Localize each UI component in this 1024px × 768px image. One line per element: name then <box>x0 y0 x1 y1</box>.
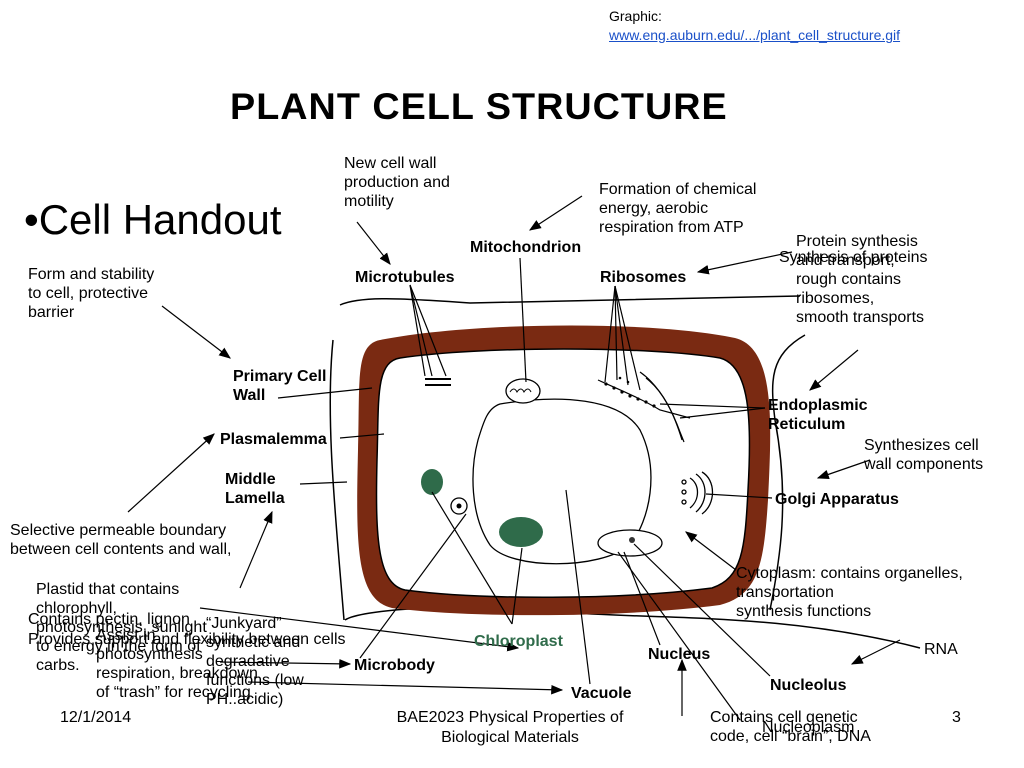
graphic-credit: Graphic: www.eng.auburn.edu/.../plant_ce… <box>609 7 900 45</box>
label-mitochondrion: Mitochondrion <box>470 239 582 256</box>
chloroplast-shape <box>499 517 543 547</box>
annotation-arrows <box>127 195 901 716</box>
microtubule-shape <box>425 378 451 380</box>
footer-page-number: 3 <box>952 709 961 726</box>
diagram-title: PLANT CELL STRUCTURE <box>230 86 728 127</box>
note-cytoplasm: Cytoplasm: contains organelles,transport… <box>736 565 963 620</box>
credit-prefix: Graphic: <box>609 8 662 24</box>
label-plasmalemma: Plasmalemma <box>220 431 327 448</box>
label-chloroplast: Chloroplast <box>474 633 563 650</box>
credit-link[interactable]: www.eng.auburn.edu/.../plant_cell_struct… <box>609 27 901 43</box>
label-leader-lines <box>277 257 773 721</box>
label-nucleus: Nucleus <box>648 646 711 663</box>
neighbor-cell-outline <box>339 295 801 306</box>
chloroplast-shape <box>421 469 443 495</box>
bullet-heading: •Cell Handout <box>24 196 282 243</box>
nucleus-shape <box>597 529 663 557</box>
note-middle-lamella-line2: Provides support and flexibility between… <box>28 631 346 648</box>
note-nucleolus: RNA <box>924 641 958 658</box>
microtubule-shape <box>425 384 451 386</box>
note-ribosomes: Synthesis of proteins <box>779 249 928 266</box>
note-middle-lamella-line1: Contains pectin, lignon <box>28 611 190 628</box>
neighbor-cell-outline <box>769 334 806 611</box>
ribosome-dots <box>604 376 656 408</box>
nucleolus-shape <box>629 537 635 543</box>
neighbor-cell-outline <box>329 339 345 621</box>
label-nucleolus: Nucleolus <box>770 677 847 694</box>
label-vacuole: Vacuole <box>571 685 632 702</box>
label-microbody: Microbody <box>354 657 435 674</box>
label-golgi-apparatus: Golgi Apparatus <box>775 491 899 508</box>
footer-date: 12/1/2014 <box>60 709 132 726</box>
label-nucleoplasm: Nucleoplasm <box>762 719 855 736</box>
golgi-shape <box>681 471 714 515</box>
label-microtubules: Microtubules <box>355 269 455 286</box>
label-ribosomes: Ribosomes <box>600 269 687 286</box>
